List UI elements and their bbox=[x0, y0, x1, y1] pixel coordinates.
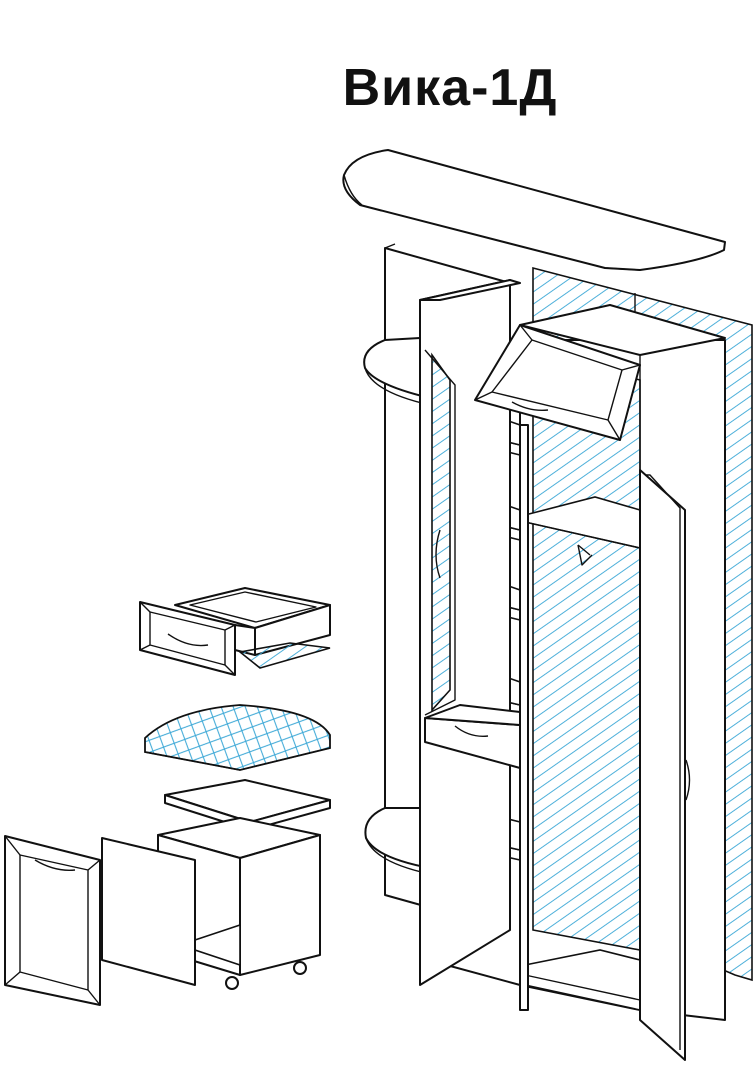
lower-side-shelf bbox=[364, 807, 431, 875]
seat-cushion bbox=[144, 704, 331, 771]
exploded-drawer-front bbox=[139, 601, 236, 676]
bench-front-door bbox=[4, 835, 101, 1006]
column-drawer bbox=[424, 704, 521, 769]
seat-board bbox=[164, 779, 331, 831]
left-mirror-door bbox=[419, 279, 521, 986]
product-title: Вика-1Д bbox=[342, 59, 558, 117]
top-crown-board bbox=[342, 149, 726, 271]
upper-side-shelf bbox=[363, 337, 431, 406]
exploded-drawer-box bbox=[174, 587, 331, 669]
right-cabinet-door bbox=[639, 469, 691, 1061]
center-divider bbox=[519, 424, 529, 1011]
upper-flap-door bbox=[474, 324, 641, 441]
bench-side-door bbox=[101, 837, 196, 986]
